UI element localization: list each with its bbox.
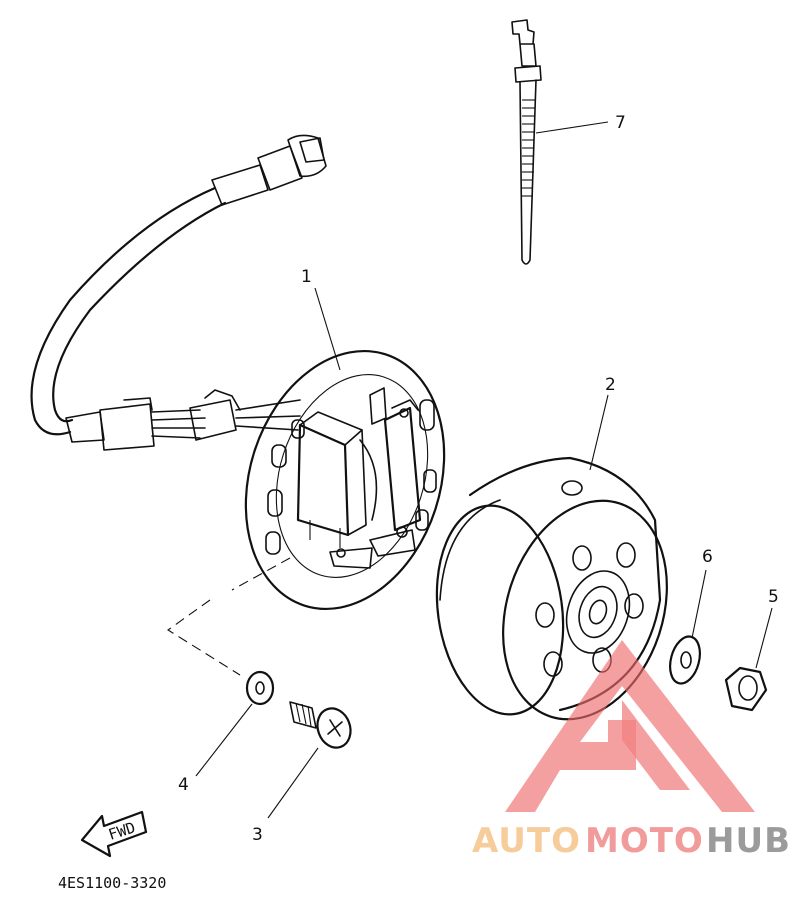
leader-3 (267, 747, 319, 819)
fwd-arrow-icon: FWD (80, 810, 148, 858)
callout-2: 2 (605, 375, 616, 395)
washer-4 (245, 670, 275, 706)
callout-1: 1 (301, 267, 312, 287)
washer-6 (669, 635, 701, 685)
callout-4: 4 (178, 775, 189, 795)
callout-3: 3 (252, 825, 263, 845)
watermark-auto: AUTO (472, 821, 581, 861)
leader-5 (755, 607, 773, 669)
screw-3 (289, 701, 352, 749)
watermark: AUTO MOTO HUB (472, 640, 791, 861)
cable-tie (511, 19, 542, 265)
leader-6 (691, 569, 707, 639)
stator-assembly (244, 349, 446, 611)
leader-4 (195, 703, 253, 777)
callout-7: 7 (615, 113, 626, 133)
fwd-label: FWD (106, 818, 137, 843)
wire-harness (30, 134, 327, 451)
callout-5: 5 (768, 587, 779, 607)
nut-5 (724, 666, 768, 712)
drawing-code: 4ES1100-3320 (58, 874, 166, 892)
watermark-moto: MOTO (585, 821, 704, 861)
watermark-hub: HUB (706, 821, 791, 861)
leader-1 (314, 287, 341, 371)
leader-3-4 (167, 557, 291, 676)
callout-6: 6 (702, 547, 713, 567)
leader-2 (589, 394, 609, 471)
leader-7 (535, 121, 609, 134)
